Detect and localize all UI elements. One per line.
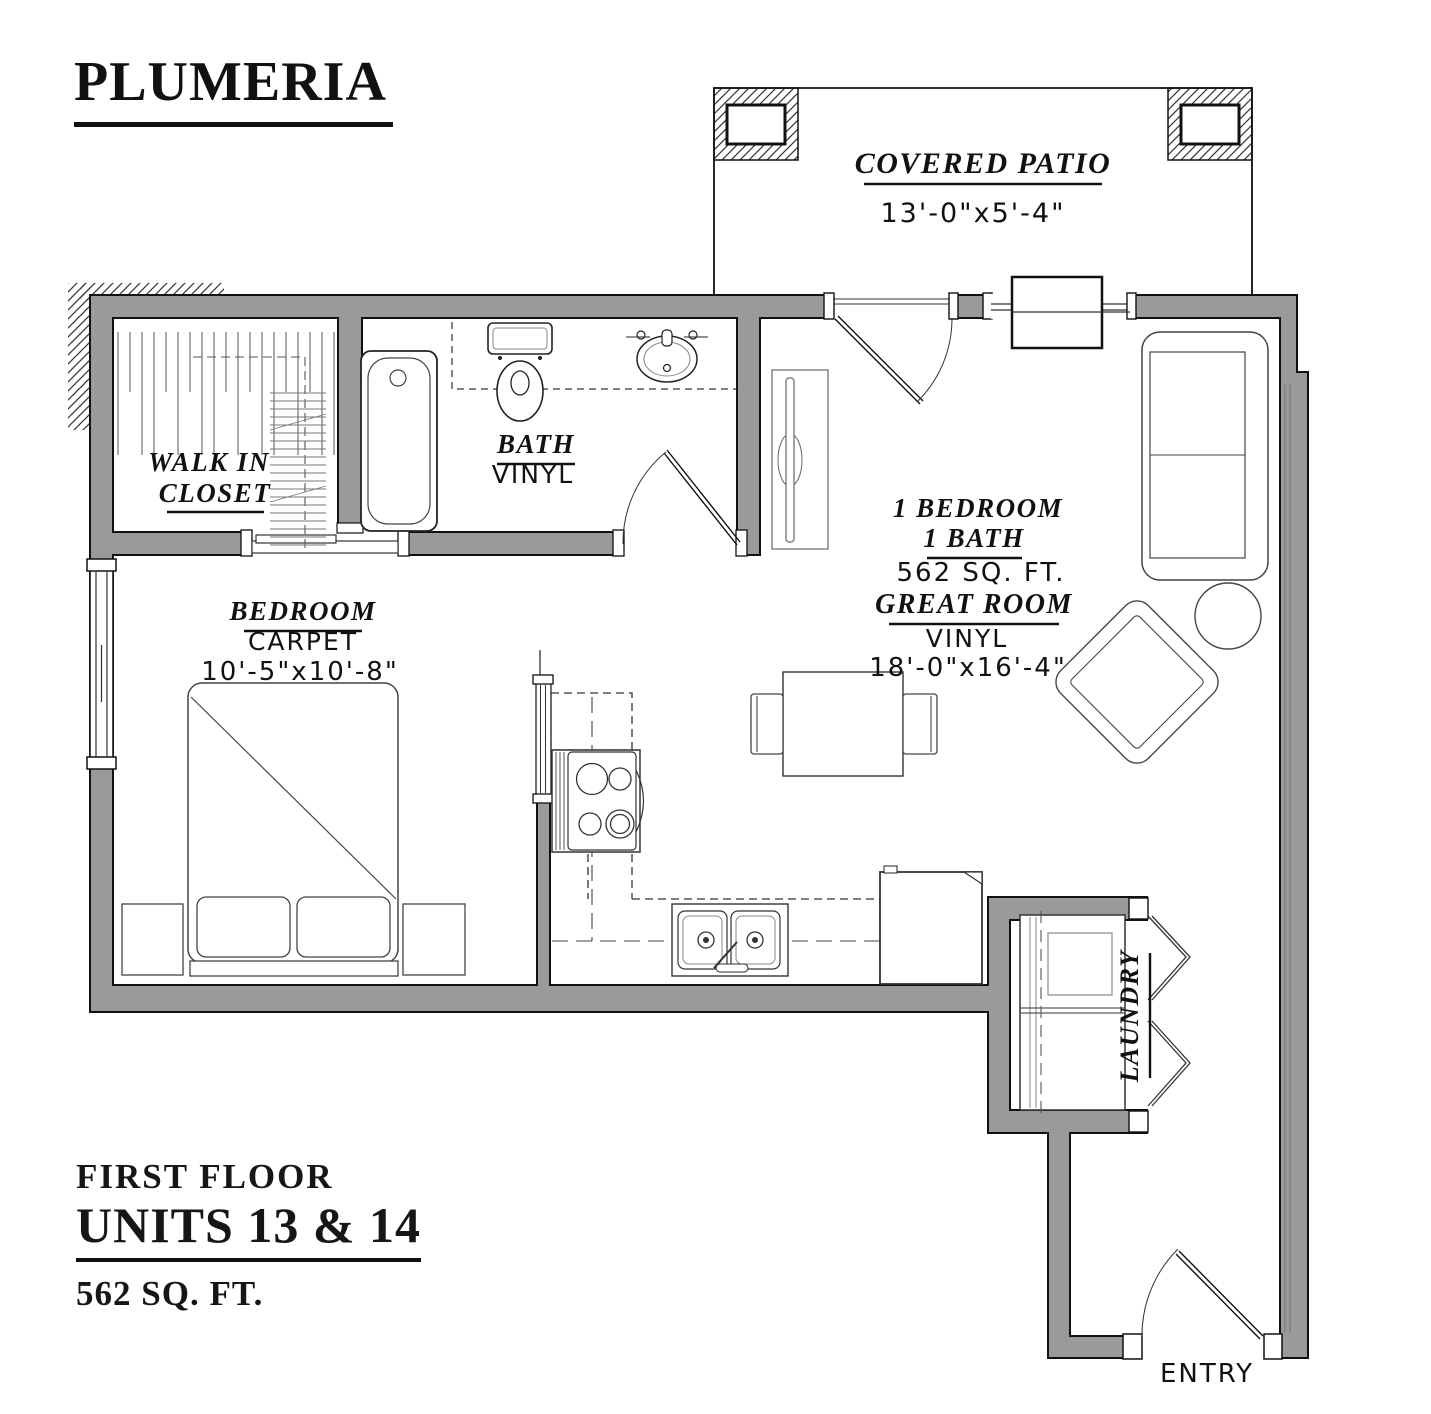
nightstand-right [402, 903, 466, 976]
sliding-glass-door [991, 275, 1137, 350]
bath-door [612, 449, 748, 557]
label-entry: ENTRY [1160, 1359, 1254, 1389]
bedroom-window [86, 558, 117, 770]
label-covered-patio: COVERED PATIO [855, 147, 1112, 180]
label-great-room-floor: VINYL [926, 624, 1008, 653]
covered-patio [713, 87, 1253, 295]
room-labels: COVERED PATIO 13'-0"x5'-4" WALK IN CLOSE… [148, 147, 1254, 1389]
patio-swing-door [823, 292, 993, 405]
patio-pillar-left [713, 87, 799, 161]
label-great-room-dim: 18'-0"x16'-4" [869, 653, 1067, 683]
label-unit-line2: 1 BATH [923, 523, 1024, 553]
bathtub [360, 350, 438, 532]
label-bedroom-dim: 10'-5"x10'-8" [201, 657, 399, 687]
footer-area: 562 SQ. FT. [76, 1274, 264, 1313]
side-table [1194, 582, 1262, 650]
vanity-counter [451, 322, 737, 390]
footer-floor: FIRST FLOOR [76, 1157, 334, 1196]
bedroom-pocket-door [532, 650, 554, 804]
closet-bypass-doors [240, 522, 410, 557]
footer-units: UNITS 13 & 14 [76, 1197, 421, 1262]
nightstand-left [121, 903, 184, 976]
patio-pillar-right [1167, 87, 1253, 161]
plan-title: PLUMERIA [74, 50, 393, 127]
label-closet: CLOSET [159, 478, 272, 508]
label-bedroom: BEDROOM [228, 596, 376, 626]
entry-door [1122, 1248, 1283, 1360]
closet-shelves [269, 392, 327, 546]
label-walk-in: WALK IN [148, 447, 270, 477]
right-wall-chase-lines [1284, 385, 1291, 1332]
sofa [1141, 331, 1269, 581]
label-unit-line1: 1 BEDROOM [893, 493, 1063, 523]
toilet [487, 322, 553, 422]
footer-block: FIRST FLOOR UNITS 13 & 14 562 SQ. FT. [76, 1157, 421, 1314]
armchair [1055, 600, 1219, 764]
closet-hanging-rods [117, 332, 335, 455]
washer-dryer [1019, 911, 1126, 1114]
tv-console [771, 369, 829, 550]
laundry-bifold-doors [1128, 897, 1191, 1133]
kitchen-sink [671, 903, 789, 977]
closet-shelf-dashed-guide [193, 356, 306, 548]
label-bath: BATH [496, 429, 575, 459]
label-great-room: GREAT ROOM [875, 589, 1073, 620]
label-bedroom-floor: CARPET [248, 627, 358, 656]
dining-table [750, 671, 938, 777]
label-unit-area: 562 SQ. FT. [897, 558, 1066, 588]
bath-sink [626, 329, 708, 383]
label-bath-floor: VINYL [492, 460, 574, 489]
label-patio-dim: 13'-0"x5'-4" [880, 198, 1065, 229]
stove [551, 749, 645, 853]
label-laundry: LAUNDRY [1115, 949, 1144, 1083]
bed [187, 682, 399, 977]
refrigerator [879, 865, 983, 985]
